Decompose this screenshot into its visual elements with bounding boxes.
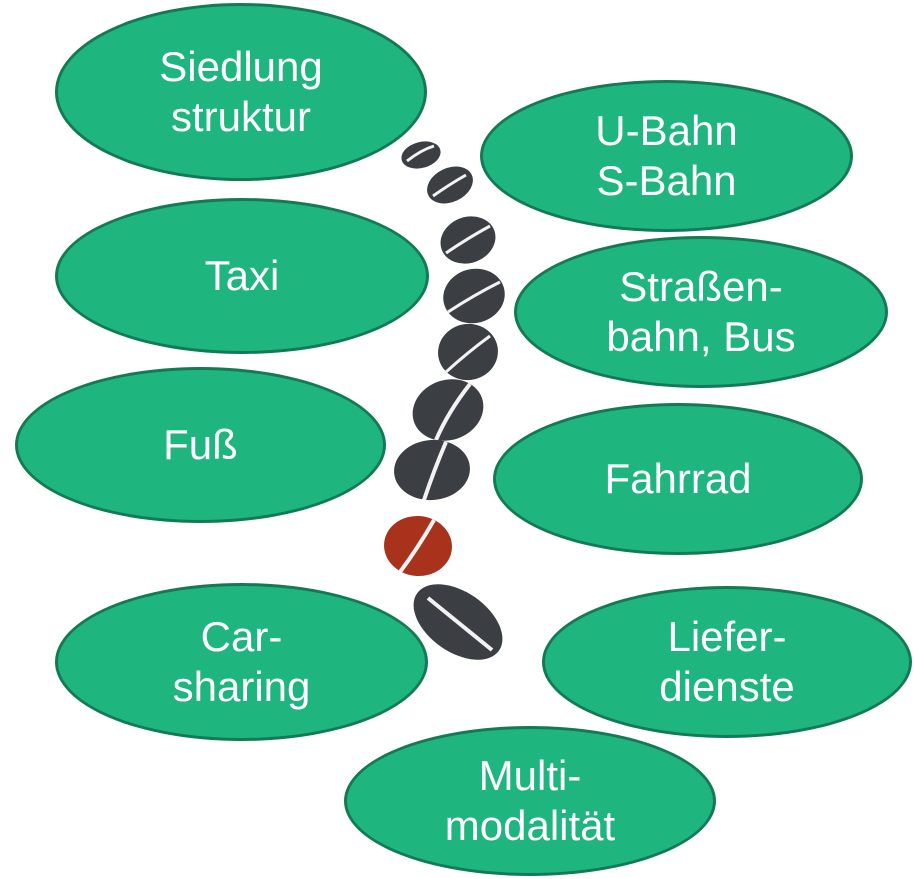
bubble-line: bahn, Bus	[606, 313, 796, 360]
stone-4	[443, 268, 505, 324]
bubble-siedlungstruktur: Siedlung struktur	[55, 3, 427, 181]
bubble-line: Siedlung	[159, 43, 323, 91]
bubble-line: Fuß	[163, 421, 238, 469]
bubble-line: Liefer-	[667, 613, 787, 661]
bubble-carsharing: Car- sharing	[55, 583, 428, 741]
stone-7	[394, 439, 470, 501]
bubble-taxi: Taxi	[55, 198, 429, 354]
bubble-line: Multi-	[478, 752, 582, 800]
bubble-line: struktur	[170, 93, 312, 140]
bubble-fuss: Fuß	[15, 367, 386, 523]
bubble-lieferdienste: Liefer- dienste	[542, 586, 912, 738]
stone-1	[401, 141, 441, 169]
bubble-multimodalitaet: Multi- modalität	[344, 726, 716, 876]
bubble-line: S-Bahn	[596, 157, 737, 204]
bubble-u-bahn-s-bahn: U-Bahn S-Bahn	[480, 80, 853, 232]
stone-8-red	[384, 515, 452, 577]
bubble-line: modalität	[444, 802, 616, 849]
stone-6	[412, 379, 484, 441]
stone-3	[440, 216, 496, 264]
bubble-line: Car-	[200, 613, 283, 661]
bubble-line: Taxi	[204, 252, 280, 300]
bubble-line: U-Bahn	[595, 107, 738, 155]
stone-5	[438, 323, 498, 381]
bubble-line: Straßen-	[619, 263, 783, 311]
stone-2	[427, 166, 473, 204]
bubble-strassenbahn-bus: Straßen- bahn, Bus	[514, 236, 888, 388]
bubble-line: Fahrrad	[604, 455, 752, 503]
bubble-line: sharing	[172, 663, 311, 710]
bubble-line: dienste	[659, 663, 795, 710]
stone-9	[413, 584, 503, 660]
bubble-fahrrad: Fahrrad	[493, 403, 863, 555]
